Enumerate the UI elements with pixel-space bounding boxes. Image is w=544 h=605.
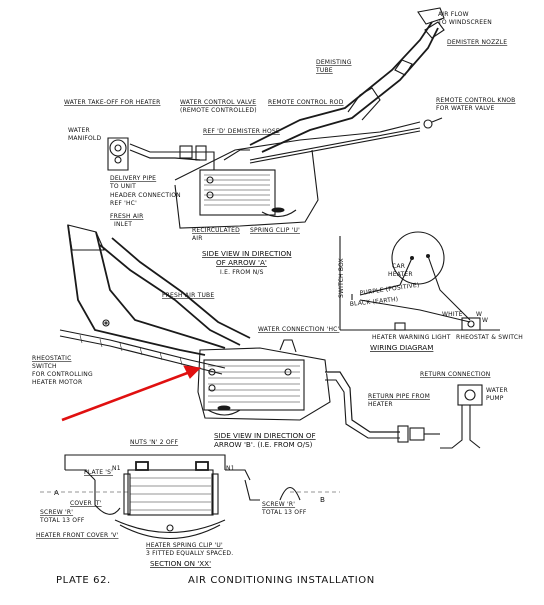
label-side-view-b-2: ARROW 'B'. (I.E. FROM O/S) xyxy=(214,440,313,449)
label-rheostat-switch: RHEOSTAT & SWITCH xyxy=(456,334,523,341)
label-delivery-pipe-2: TO UNIT xyxy=(109,183,136,190)
label-arrow-b: B xyxy=(320,495,325,504)
label-spring-clip-bottom-2: 3 FITTED EQUALLY SPACED. xyxy=(146,550,233,557)
label-demisting-2: TUBE xyxy=(315,67,333,74)
label-screw-r-right-1: SCREW 'R' xyxy=(262,501,295,508)
label-remote-control-rod: REMOTE CONTROL ROD xyxy=(268,99,344,106)
label-water-manifold-2: MANIFOLD xyxy=(68,135,101,142)
label-side-view-a-1: SIDE VIEW IN DIRECTION xyxy=(202,249,292,258)
label-heater-warning-light: HEATER WARNING LIGHT xyxy=(372,334,451,341)
label-w: W xyxy=(476,311,482,318)
label-rheostatic-1: RHEOSTATIC xyxy=(32,355,71,362)
label-remote-control-knob-2: FOR WATER VALVE xyxy=(436,105,494,112)
label-water-connection-hc: WATER CONNECTION 'HC' xyxy=(258,326,340,333)
label-rheostatic-2: SWITCH xyxy=(32,363,57,370)
label-white: WHITE xyxy=(442,311,463,318)
footer: PLATE 62. AIR CONDITIONING INSTALLATION xyxy=(56,575,375,586)
label-spring-clip-u: SPRING CLIP 'U' xyxy=(250,227,300,234)
label-remote-controlled: (REMOTE CONTROLLED) xyxy=(180,107,257,114)
label-return-pipe-2: HEATER xyxy=(368,401,393,408)
label-water-manifold-1: WATER xyxy=(68,127,90,134)
label-car-heater-2: HEATER xyxy=(388,271,413,278)
label-wiring-diagram: WIRING DIAGRAM xyxy=(370,343,433,352)
label-car-heater-1: CAR xyxy=(392,263,405,270)
label-plate-s: PLATE 'S' xyxy=(84,469,113,476)
section-xx-drawing xyxy=(40,454,340,539)
label-n1-left: N1 xyxy=(112,465,121,472)
label-black: BLACK (EARTH) xyxy=(349,296,398,308)
label-screw-r-right-2: TOTAL 13 OFF xyxy=(261,509,307,516)
label-side-view-b-1: SIDE VIEW IN DIRECTION OF xyxy=(214,431,316,440)
label-header-connection-1: HEADER CONNECTION xyxy=(110,192,181,199)
label-screw-r-left-2: TOTAL 13 OFF xyxy=(39,517,85,524)
label-w-2: W xyxy=(482,317,488,324)
label-return-pipe-1: RETURN PIPE FROM xyxy=(368,393,430,400)
label-demister-hose: REF 'D' DEMISTER HOSE xyxy=(203,128,280,135)
wiring-diagram-drawing xyxy=(339,231,500,331)
label-side-view-a-3: I.E. FROM N/S xyxy=(220,269,264,276)
side-assembly xyxy=(59,224,483,449)
label-water-pump-2: PUMP xyxy=(486,395,504,402)
label-recirculated-air-1: RECIRCULATED xyxy=(192,227,240,234)
label-air-flow: AIR FLOW xyxy=(438,11,469,18)
label-purple: PURPLE (POSITIVE) xyxy=(359,282,420,297)
label-nuts-n: NUTS 'N' 2 OFF xyxy=(130,439,178,446)
label-cover-t: COVER 'T' xyxy=(70,500,102,507)
labels: AIR FLOW TO WINDSCREEN DEMISTER NOZZLE D… xyxy=(32,11,523,568)
label-n1-right: N1 xyxy=(226,465,235,472)
label-fresh-air-tube: FRESH AIR TUBE xyxy=(162,292,214,299)
label-section-xx: SECTION ON 'XX' xyxy=(150,559,211,568)
label-water-take-off: WATER TAKE-OFF FOR HEATER xyxy=(64,99,161,106)
footer-title: AIR CONDITIONING INSTALLATION xyxy=(188,575,375,586)
label-side-view-a-2: OF ARROW 'A' xyxy=(216,258,267,267)
label-delivery-pipe-1: DELIVERY PIPE xyxy=(110,175,156,182)
label-recirculated-air-2: AIR xyxy=(192,235,203,242)
label-rheostatic-3: FOR CONTROLLING xyxy=(32,371,93,378)
label-heater-front-cover: HEATER FRONT COVER 'V' xyxy=(36,532,119,539)
top-assembly xyxy=(107,7,445,229)
red-annotation-arrow xyxy=(61,365,202,422)
label-demister-nozzle: DEMISTER NOZZLE xyxy=(447,39,507,46)
label-return-connection: RETURN CONNECTION xyxy=(420,371,491,378)
label-switch-box: SWITCH BOX xyxy=(338,258,345,298)
label-remote-control-knob-1: REMOTE CONTROL KNOB xyxy=(436,97,516,104)
label-water-control-valve: WATER CONTROL VALVE xyxy=(180,99,256,106)
label-to-windscreen: TO WINDSCREEN xyxy=(437,19,492,26)
label-rheostatic-4: HEATER MOTOR xyxy=(32,379,82,386)
label-fresh-air-inlet-1: FRESH AIR xyxy=(110,213,143,220)
footer-plate-number: PLATE 62. xyxy=(56,575,111,586)
label-header-connection-2: REF 'HC' xyxy=(110,200,137,207)
label-demisting-1: DEMISTING xyxy=(316,59,352,66)
label-fresh-air-inlet-2: INLET xyxy=(114,221,132,228)
label-water-pump-1: WATER xyxy=(486,387,508,394)
label-arrow-a: A xyxy=(54,488,59,497)
label-spring-clip-bottom-1: HEATER SPRING CLIP 'U' xyxy=(146,542,223,549)
label-screw-r-left-1: SCREW 'R' xyxy=(40,509,73,516)
